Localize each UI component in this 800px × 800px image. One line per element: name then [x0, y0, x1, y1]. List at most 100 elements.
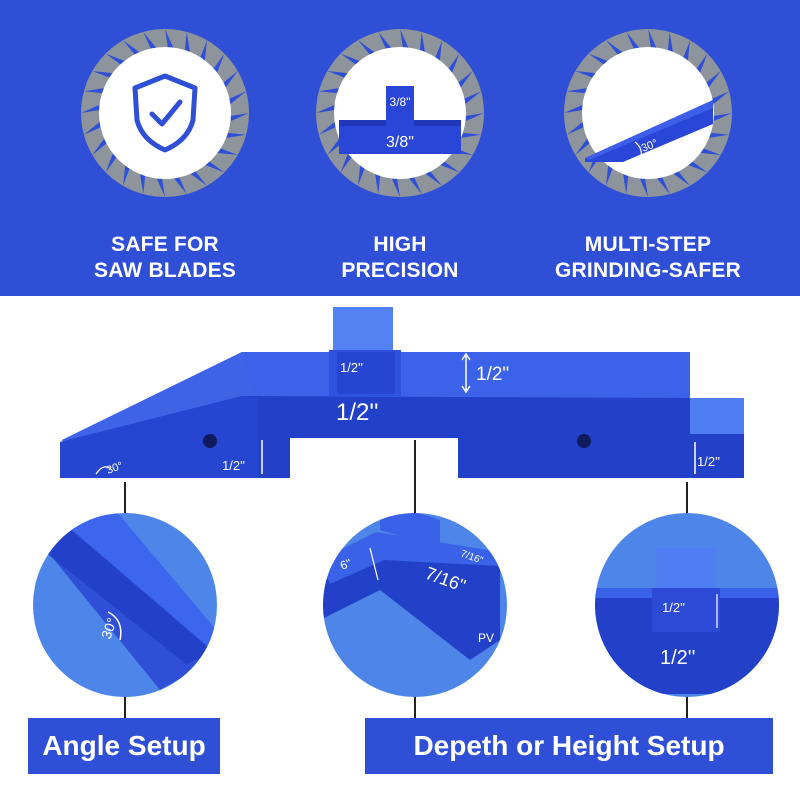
saw-tooth [704, 71, 721, 90]
saw-tooth [575, 71, 598, 79]
saw-tooth [184, 31, 191, 55]
saw-blade-shield-graphic [81, 29, 249, 197]
detail-depth-label-left: 6" [338, 556, 353, 573]
saw-tooth [139, 171, 146, 195]
detail-angle-circle: 30° [33, 513, 217, 697]
saw-tooth [434, 40, 442, 63]
feature-label-line1: HIGH [373, 233, 427, 256]
saw-tooth [667, 31, 674, 55]
saw-tooth [695, 53, 708, 75]
saw-tooth [622, 171, 629, 195]
feature-label: SAFE FOR SAW BLADES [55, 232, 275, 284]
saw-tooth [221, 71, 238, 90]
saw-tooth [686, 160, 708, 173]
step-height-dim: 1/2'' [222, 458, 245, 473]
saw-tooth [423, 169, 442, 186]
saw-tooth [203, 160, 225, 173]
saw-tooth [606, 40, 625, 57]
saw-tooth [105, 151, 118, 173]
saw-tooth [92, 71, 115, 79]
saw-tooth [327, 71, 350, 79]
detail-height-label-small: 1/2'' [662, 600, 685, 615]
saw-tooth [655, 175, 670, 195]
feature-label-line1: SAFE FOR [111, 233, 219, 256]
product-diagram: 1/2'' 1/2" 1/2'' 1/2'' 1/2'' 30° 30° 6" … [33, 307, 779, 720]
saw-tooth [227, 91, 247, 106]
slot-gauge-icon: 3/8" 3/8" [339, 86, 461, 154]
saw-tooth [390, 176, 400, 197]
slot-height-dim: 3/8" [390, 95, 411, 109]
saw-tooth [575, 136, 592, 155]
saw-blade-slot-graphic: 3/8" 3/8" [316, 29, 484, 197]
saw-tooth [358, 40, 377, 57]
saw-tooth [340, 151, 353, 173]
feature-safe-for-saw-blades: SAFE FOR SAW BLADES [55, 28, 275, 294]
saw-blade-ramp-graphic: 30° [564, 29, 732, 197]
saw-tooth [340, 53, 362, 66]
saw-tooth [706, 132, 730, 139]
saw-tooth [83, 120, 103, 135]
saw-tooth [105, 53, 127, 66]
saw-tooth [223, 132, 247, 139]
feature-label-line2: GRINDING-SAFER [555, 259, 741, 282]
main-width-dim: 1/2'' [336, 399, 379, 426]
angle-setup-badge: Angle Setup [28, 718, 220, 774]
saw-tooth [626, 31, 641, 51]
feature-label-line2: PRECISION [341, 259, 459, 282]
feature-label: HIGH PRECISION [290, 232, 510, 284]
feature-label-line2: SAW BLADES [93, 259, 236, 282]
saw-tooth [648, 29, 658, 50]
saw-tooth [123, 40, 142, 57]
saw-tooth [438, 160, 460, 173]
slot-width-dim: 3/8" [386, 134, 414, 151]
saw-tooth [212, 53, 225, 75]
right-tab-dim: 1/2'' [697, 454, 720, 469]
angle-ramp-icon: 30° [585, 100, 713, 162]
ramp-angle-dim: 30° [640, 137, 660, 154]
saw-tooth [671, 169, 690, 186]
saw-tooth [316, 103, 337, 113]
detail-angle-label: 30° [98, 616, 120, 641]
saw-tooth [456, 71, 473, 90]
feature-high-precision: 3/8" 3/8" HIGH PRECISION [290, 28, 510, 294]
connector-lines [124, 440, 688, 720]
saw-tooth [199, 40, 207, 63]
saw-tooth [358, 163, 366, 186]
setup-block-product: 1/2'' 1/2" 1/2'' 1/2'' 1/2'' 30° [60, 307, 744, 478]
detail-height-label-main: 1/2'' [660, 647, 695, 669]
saw-tooth [165, 29, 175, 50]
saw-tooth [172, 175, 187, 195]
feature-multi-step-grinding-safer: 30° MULTI-STEP GRINDING-SAFER [538, 28, 758, 294]
saw-tooth [710, 91, 730, 106]
saw-tooth [228, 113, 249, 123]
saw-tooth [378, 31, 393, 51]
saw-tooth [318, 120, 338, 135]
detail-height-circle: 1/2'' 1/2'' [595, 513, 779, 697]
saw-tooth [92, 136, 109, 155]
saw-tooth [588, 53, 610, 66]
saw-tooth [463, 113, 484, 123]
saw-tooth [155, 176, 165, 197]
saw-tooth [698, 147, 721, 155]
saw-tooth [458, 132, 482, 139]
detail-depth-label-pv: PV [478, 631, 494, 645]
tab-height-dim: 1/2'' [340, 360, 363, 375]
feature-label-line1: MULTI-STEP [584, 233, 712, 256]
saw-tooth [566, 87, 590, 94]
feature-label: MULTI-STEP GRINDING-SAFER [538, 232, 758, 284]
top-thickness-dim: 1/2" [476, 364, 509, 385]
ramp-angle-dim: 30° [105, 460, 125, 477]
saw-tooth [123, 163, 131, 186]
saw-tooth [83, 87, 107, 94]
saw-tooth [682, 40, 690, 63]
saw-tooth [374, 171, 381, 195]
saw-tooth [462, 91, 482, 106]
saw-tooth [711, 113, 732, 123]
saw-tooth [81, 103, 102, 113]
shield-check-icon [132, 73, 198, 153]
saw-blade-icon [81, 29, 249, 197]
saw-tooth [188, 169, 207, 186]
saw-tooth [447, 53, 460, 75]
saw-tooth [419, 31, 426, 55]
saw-tooth [407, 175, 422, 195]
